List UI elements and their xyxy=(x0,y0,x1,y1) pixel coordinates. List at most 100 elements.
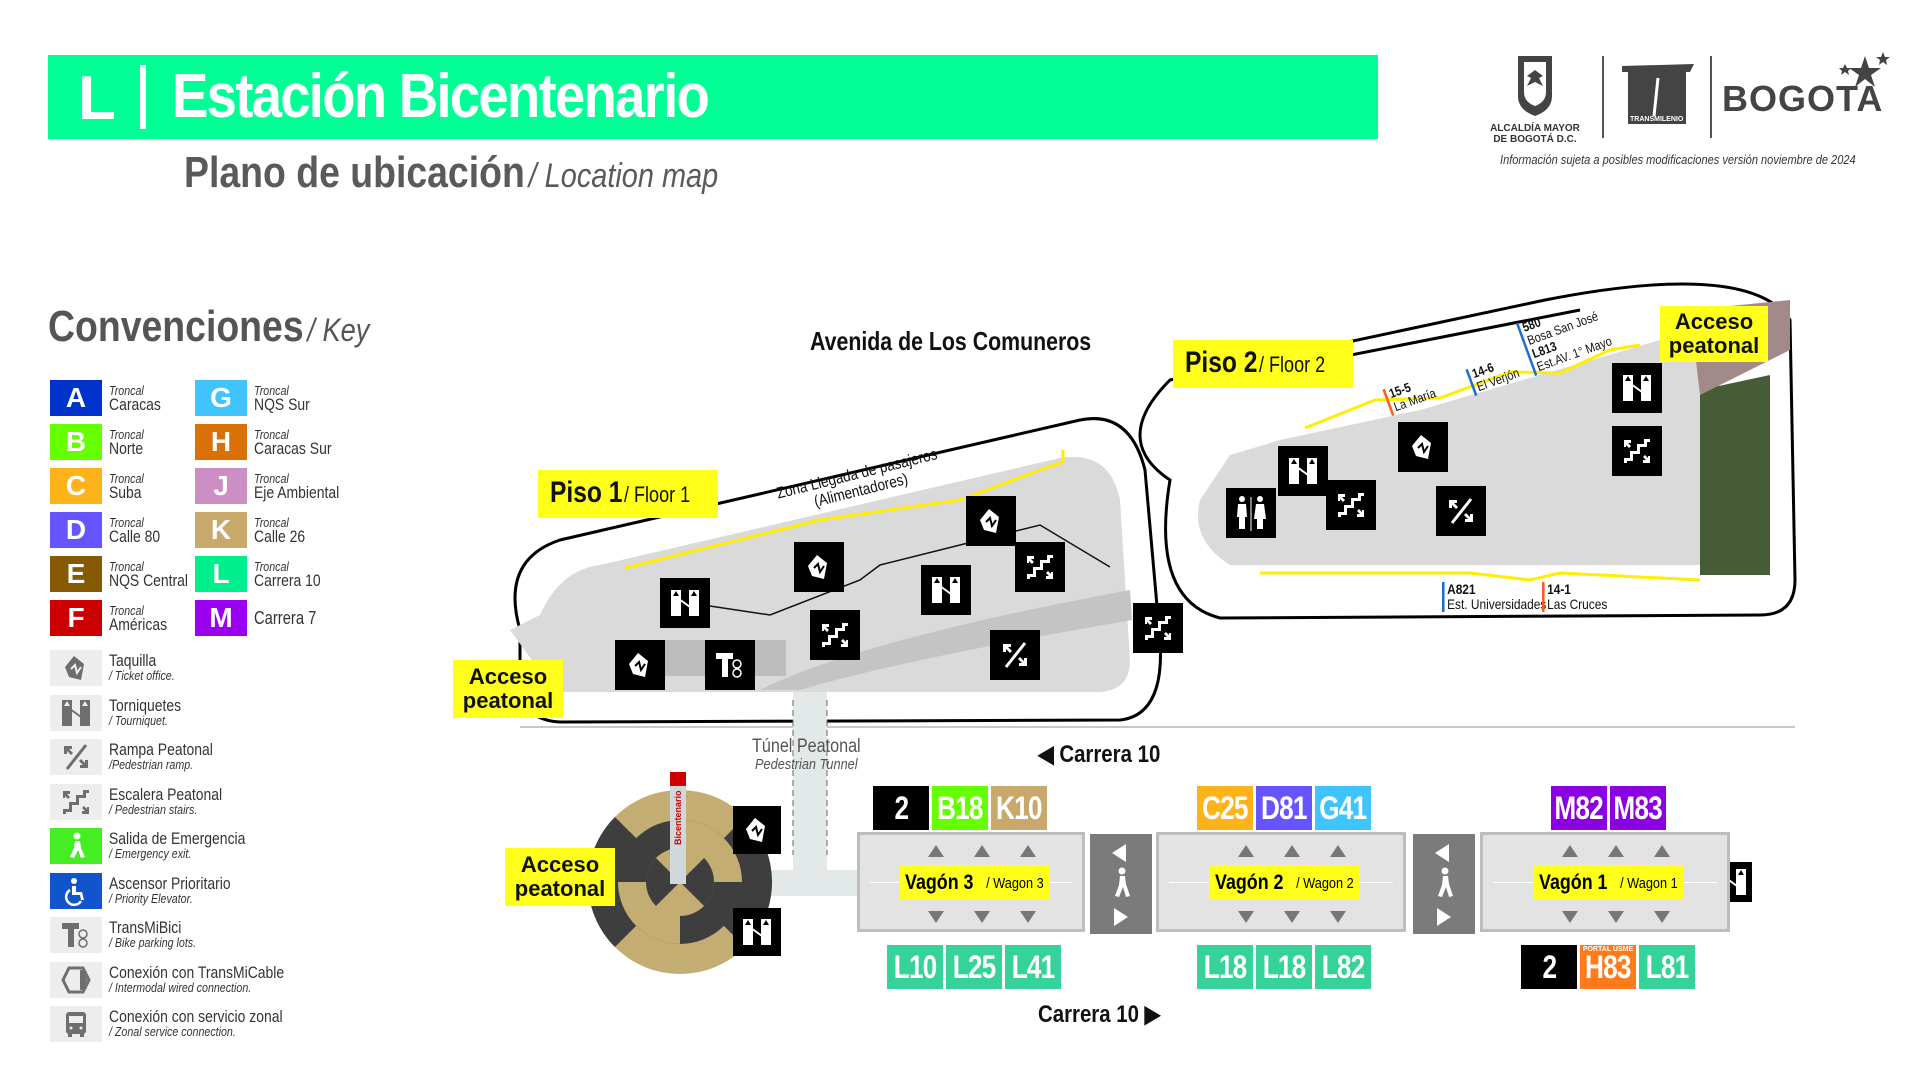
tunnel-label-en: Pedestrian Tunnel xyxy=(755,756,858,773)
feeder-stop-code: A821 xyxy=(1447,581,1476,597)
troncal-name: Calle 26 xyxy=(254,527,306,546)
troncal-badge: L xyxy=(195,556,247,592)
route-badge[interactable]: L81 xyxy=(1639,945,1695,989)
ticket-office-icon xyxy=(50,650,102,686)
symbol-text: Ascensor Prioritario/ Priority Elevator. xyxy=(109,875,231,906)
troncal-name: Eje Ambiental xyxy=(254,483,340,502)
version-notice: Información sujeta a posibles modificaci… xyxy=(1500,152,1856,167)
symbol-legend-item: Escalera Peatonal/ Pedestrian stairs. xyxy=(50,783,247,820)
wagon-3: Vagón 3/ Wagon 3 xyxy=(857,832,1085,932)
floor2-label-main: Piso 2 xyxy=(1185,346,1258,379)
troncal-name: Calle 80 xyxy=(109,527,161,546)
troncal-badge: A xyxy=(50,380,102,416)
logo-divider xyxy=(1710,56,1712,138)
stars-icon xyxy=(1839,52,1890,87)
symbol-legend-item: Ascensor Prioritario/ Priority Elevator. xyxy=(50,872,257,909)
alcaldia-logo: ALCALDÍA MAYOR DE BOGOTÁ D.C. xyxy=(1480,54,1590,145)
tunnel xyxy=(793,692,827,870)
floor1-label: Piso 1/ Floor 1 xyxy=(538,470,718,518)
floor2-green xyxy=(1700,375,1770,575)
priority-elevator-icon xyxy=(50,872,102,909)
symbol-text: Conexión con TransMiCable/ Intermodal wi… xyxy=(109,964,284,995)
key-title: Convenciones / Key xyxy=(48,302,369,352)
subtitle-main: Plano de ubicación xyxy=(184,148,525,197)
route-badge[interactable]: C25 xyxy=(1197,786,1253,830)
route-badge[interactable]: D81 xyxy=(1256,786,1312,830)
route-code: K10 xyxy=(996,789,1042,826)
feeder-stop-code: 14-1 xyxy=(1547,581,1571,597)
wagon-name: Vagón 3 xyxy=(904,871,974,894)
logo-divider xyxy=(1602,56,1604,138)
floor2-yellow-bottom xyxy=(1260,571,1701,582)
street-top-label: Avenida de Los Comuneros xyxy=(810,326,1092,356)
turnstile-icon xyxy=(1612,363,1662,413)
route-badge[interactable]: G41 xyxy=(1315,786,1371,830)
street-south-label: Carrera 10 ▶ xyxy=(1038,1001,1161,1028)
troncal-prefix: Troncal xyxy=(254,471,289,486)
transmilenio-icon xyxy=(1622,64,1694,124)
door-arrow-down xyxy=(1020,911,1036,923)
troncal-name: Norte xyxy=(109,439,144,458)
route-badge[interactable]: L41 xyxy=(1005,945,1061,989)
route-code: L25 xyxy=(952,948,997,985)
route-badge[interactable]: L25 xyxy=(946,945,1002,989)
troncal-text: Carrera 7 xyxy=(254,609,316,627)
route-badge[interactable]: L18 xyxy=(1197,945,1253,989)
route-code: 2 xyxy=(1542,948,1557,985)
bike-parking-icon xyxy=(705,640,755,690)
troncal-prefix: Troncal xyxy=(254,427,289,442)
floor1-label-main: Piso 1 xyxy=(550,476,623,509)
door-arrow-down xyxy=(1284,911,1300,923)
route-badge[interactable]: L10 xyxy=(887,945,943,989)
route-badge[interactable]: 2 xyxy=(873,786,929,830)
title-bar: L Estación Bicentenario xyxy=(48,55,1378,139)
symbol-legend-item: Salida de Emergencia/ Emergency exit. xyxy=(50,828,275,864)
route-badge[interactable]: L18 xyxy=(1256,945,1312,989)
route-code: M82 xyxy=(1554,789,1603,826)
troncal-prefix: Troncal xyxy=(254,383,289,398)
troncal-name: Suba xyxy=(109,483,142,502)
route-badge[interactable]: K10 xyxy=(991,786,1047,830)
turnstile-icon xyxy=(1278,446,1328,496)
troncal-name: Caracas Sur xyxy=(254,439,332,458)
pedestrian-stairs-icon xyxy=(810,610,860,660)
route-badge[interactable]: M82 xyxy=(1550,786,1607,830)
transmicable-icon xyxy=(50,961,102,998)
symbol-legend-item: Conexión con servicio zonal/ Zonal servi… xyxy=(50,1006,321,1042)
troncal-prefix: Troncal xyxy=(109,515,144,530)
door-arrow-down xyxy=(1330,911,1346,923)
arrow-left-icon xyxy=(1112,844,1126,862)
route-code: L18 xyxy=(1262,948,1307,985)
route-badge[interactable]: B18 xyxy=(932,786,988,830)
floor1-label-en: / Floor 1 xyxy=(624,482,691,507)
symbol-legend-item: Taquilla/ Ticket office. xyxy=(50,650,189,686)
floor2-yellow-top xyxy=(1304,343,1641,430)
ticket-office-icon xyxy=(615,640,665,690)
pedestrian-ramp-icon xyxy=(990,630,1040,680)
troncal-badge: C xyxy=(50,468,102,504)
route-badge[interactable]: L82 xyxy=(1315,945,1371,989)
bogota-logo: BOGOTA xyxy=(1722,78,1884,119)
wagon-name-en: / Wagon 2 xyxy=(1296,874,1355,892)
symbol-label-en: / Priority Elevator. xyxy=(109,890,193,906)
bike-parking-icon xyxy=(50,917,102,953)
symbol-label: Conexión con servicio zonal xyxy=(109,1007,283,1026)
access-right-label: Acceso peatonal xyxy=(1660,306,1768,362)
route-badge[interactable]: 2 xyxy=(1521,945,1577,989)
pedestrian-walk-icon xyxy=(1108,866,1134,905)
access-left-label: Acceso peatonal xyxy=(453,660,563,718)
pedestrian-stairs-icon xyxy=(1015,542,1065,592)
symbol-text: Conexión con servicio zonal/ Zonal servi… xyxy=(109,1007,283,1039)
route-badge[interactable]: M83 xyxy=(1609,786,1666,830)
station-name: Estación Bicentenario xyxy=(172,62,710,131)
symbol-label-en: / Pedestrian stairs. xyxy=(109,801,198,817)
troncal-badge: F xyxy=(50,600,102,636)
door-arrow-down xyxy=(1562,911,1578,923)
